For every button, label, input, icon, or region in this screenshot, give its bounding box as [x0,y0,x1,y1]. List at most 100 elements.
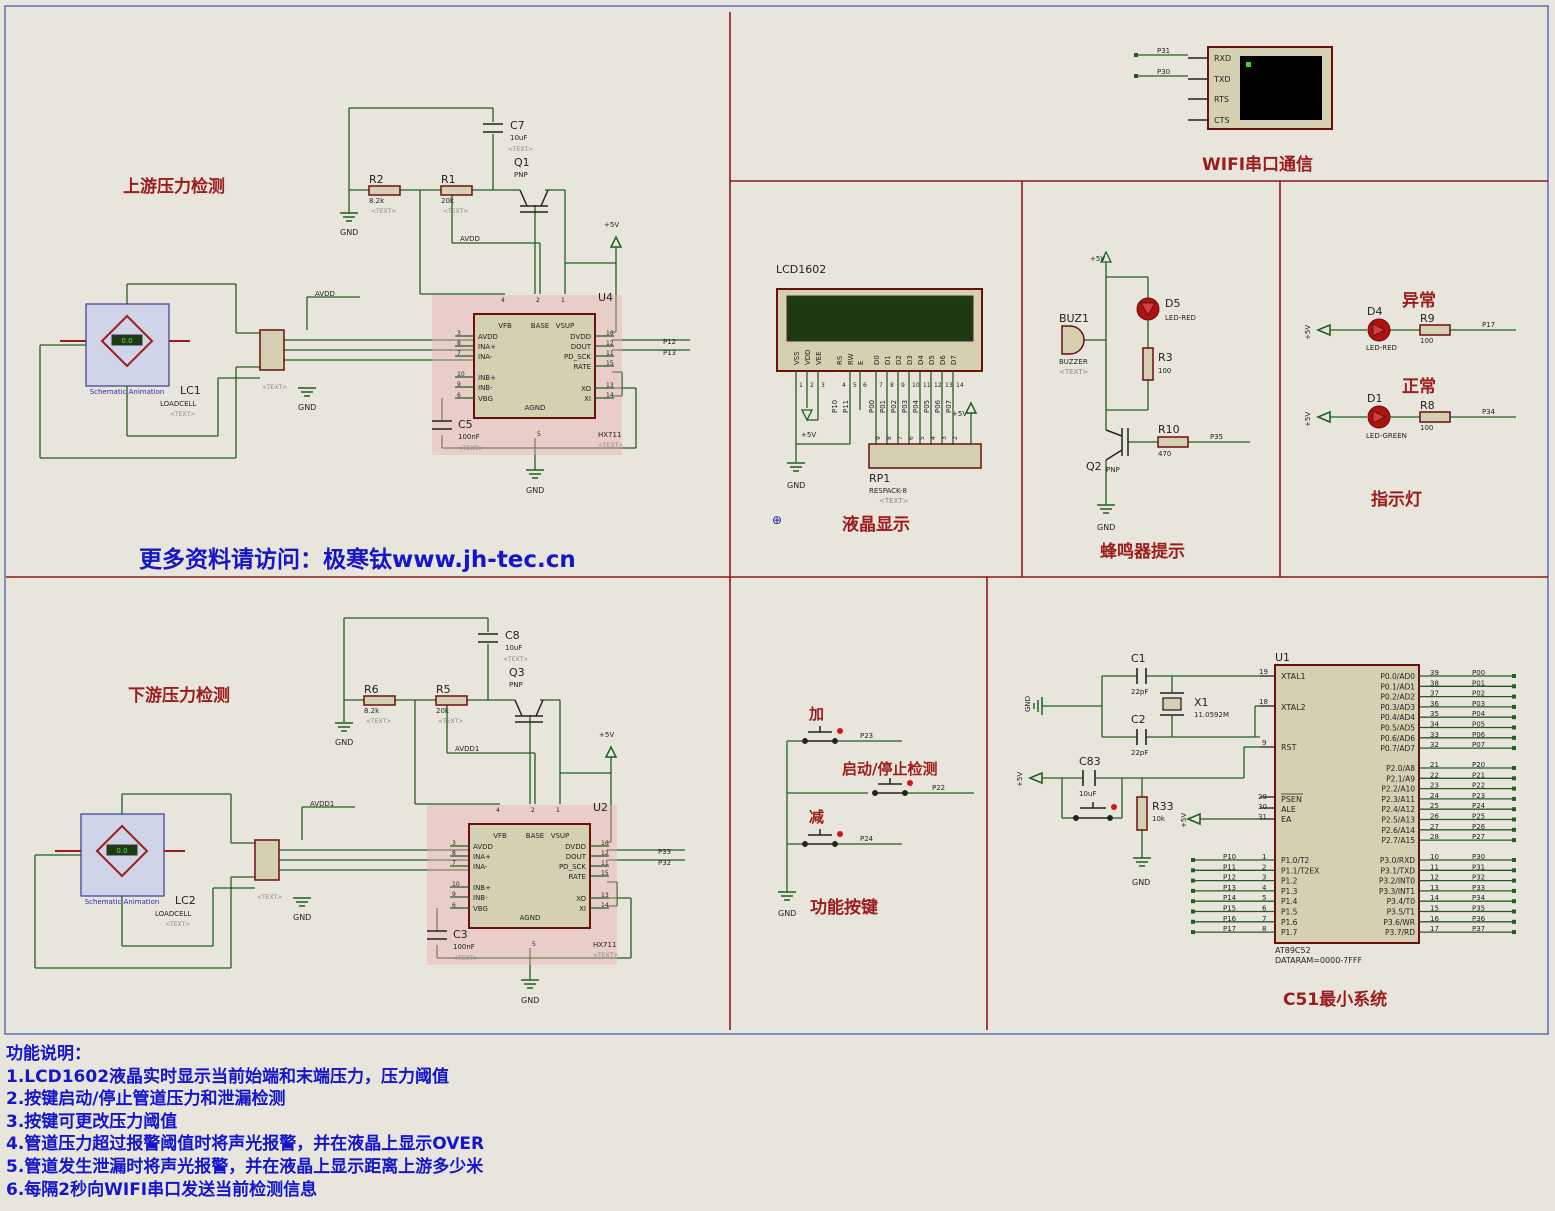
lcd-pin-number: 9 [901,382,905,389]
hx711-pin-label: VSUP [551,832,570,840]
mcu-pin-label: P0.7/AD7 [1380,744,1415,753]
lcd-pin-number: 10 [912,382,920,389]
mcu-pin-number: 19 [1259,668,1268,676]
notes-item: 1.LCD1602液晶实时显示当前始端和末端压力，压力阈值 [6,1066,450,1087]
gnd-label: GND [335,738,353,747]
lcd-pin-label: D6 [939,355,947,365]
vbg-capacitor-name: C5 [458,418,473,431]
sck-net-label: P32 [658,859,671,867]
hx711-pin-label: DVDD [570,333,591,341]
hx711-pin-number: 14 [606,392,614,399]
hx711-pin-label: XO [581,385,591,393]
lcd-net-label: P11 [842,400,850,413]
function-notes: 功能说明： 1.LCD1602液晶实时显示当前始端和末端压力，压力阈值 2.按键… [6,1043,1006,1201]
dout-net-label: P33 [658,848,671,856]
hx711-pin-number: 5 [537,431,541,438]
c2-capacitor-icon [1136,729,1147,745]
d1-vcc-arrow-icon [1315,410,1331,424]
notes-item: 6.每隔2秒向WIFI串口发送当前检测信息 [6,1179,318,1200]
vsup-vcc-label: +5V [604,221,619,229]
q2-type: PNP [1106,466,1120,474]
respack-type: RESPACK-8 [869,487,907,495]
xtal-gnd-label: GND [1024,696,1032,712]
gnd-label: GND [526,486,544,495]
hx711-pin-label: INA+ [473,853,491,861]
q2-name: Q2 [1086,460,1102,473]
wheatstone-bridge-icon [100,314,154,368]
hx711-pin-number: 8 [452,850,456,857]
mcu-pin-label: P3.7/RD [1385,928,1415,937]
d5-type: LED-RED [1165,314,1196,322]
reset-key-indicator [1111,804,1117,810]
respack [868,443,982,469]
hx711-pin-number: 12 [606,340,614,347]
hx711-pin-number: 4 [501,297,505,304]
lcd-vcc-arrow-icon [964,401,978,414]
mcu-net-label: P17 [1223,925,1236,933]
ground-icon [293,897,311,907]
lcd-circuit: LCD1602 VSS1VDD2VEE3RS4RW5E6D07D18D29D31… [776,263,983,505]
hx711-type: HX711 [598,431,621,439]
mcu-net-label: P23 [1472,792,1485,800]
hx711-pin-number: 14 [601,902,609,909]
mcu-pin-label: P1.1/T2EX [1281,866,1319,875]
buzzer-net: P35 [1210,433,1223,441]
respack-pin-number: 8 [886,436,893,440]
gnd-label: GND [521,996,539,1005]
lcd-pin-label: E [857,361,865,365]
r10-resistor-icon [1157,436,1189,448]
hx711-pin-number: 12 [601,850,609,857]
schematic-animation-label: Schematic Animation [90,388,165,396]
lcd-vcc-label: +5V [952,410,967,418]
lcd-pin-label: D0 [873,355,881,365]
hx711-pin-label: DOUT [566,853,587,861]
wheatstone-bridge-icon [95,824,149,878]
pnp-transistor-icon [514,699,544,723]
mcu-pin-label: P1.4 [1281,897,1298,906]
lcd-net-label: P07 [945,400,953,413]
key-sub-indicator [837,831,843,837]
vsup-vcc-label: +5V [599,731,614,739]
mcu-pin-label: P1.5 [1281,908,1298,917]
hx711-pin-label: BASE [531,322,549,330]
d4-vcc-label: +5V [1304,325,1312,340]
respack-text-ph: <TEXT> [879,497,909,505]
vbg-capacitor-value: 100nF [458,433,480,441]
mcu-pin-label: P1.0/T2 [1281,856,1310,865]
hx711-pin-label: RATE [568,873,586,881]
mcu-net-label: P25 [1472,813,1485,821]
lcd-pin-number: 7 [879,382,883,389]
c83-name: C83 [1079,755,1101,768]
hx711-pin-number: 15 [606,360,614,367]
hx711-pin-label: AGND [520,914,541,922]
resistor-a-icon [368,185,401,196]
lcd-vdd-label: +5V [801,431,816,439]
keys-circuit: P23 P22 P24 GND 加 启动/停止检测 减 [778,705,974,918]
hx711-pin-number: 3 [452,840,456,847]
lcd-net-label: P01 [879,400,887,413]
lcd-pin-label: D4 [917,355,925,365]
mcu-pin-number: 4 [1262,884,1267,892]
hx711-name: U2 [593,801,608,814]
hx711-pin-label: VSUP [556,322,575,330]
hx711-pin-number: 3 [457,330,461,337]
schematic-canvas: ⊕ R28.2kR120k<TEXT><TEXT>C710uF<TEXT>Q1P… [4,5,1549,1035]
lcd-pin-number: 11 [923,382,931,389]
mcu-pin-label: P3.0/RXD [1380,856,1415,865]
hx711-pin-label: INB+ [478,374,496,382]
hx711-pin-number: 1 [556,807,560,814]
lcd-pin-label: D1 [884,355,892,365]
mcu-pin-number: 15 [1430,905,1439,913]
schematic-animation-label: Schematic Animation [85,898,160,906]
buzzer-type: BUZZER [1059,358,1088,366]
respack-pin-number: 4 [930,436,937,440]
section-title-lcd: 液晶显示 [842,515,910,535]
d1-name: D1 [1367,392,1382,405]
hx711-pin-label: AVDD [478,333,498,341]
gnd-label: GND [293,913,311,922]
wifi-net-label: P31 [1157,47,1170,55]
hx711-pin-number: 1 [561,297,565,304]
mcu-net-label: P03 [1472,700,1485,708]
mcu-pin-number: 14 [1430,894,1439,902]
